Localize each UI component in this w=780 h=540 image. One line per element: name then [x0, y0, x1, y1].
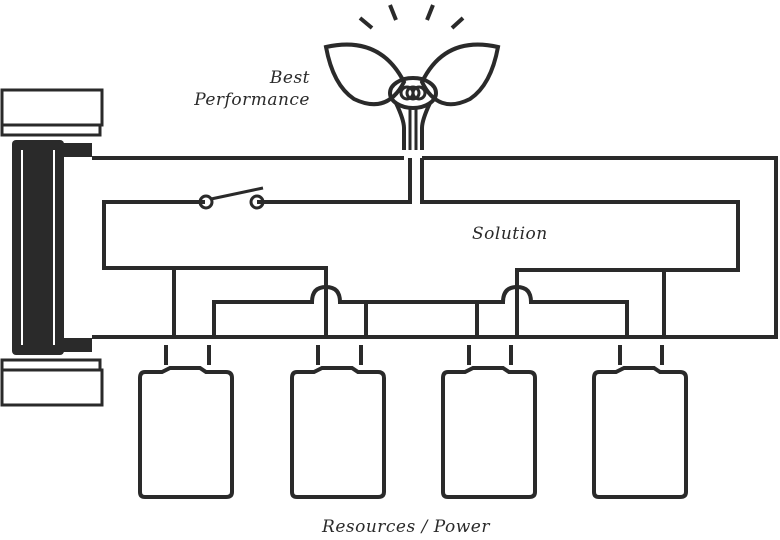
inner-frame-right: [257, 158, 740, 337]
best-label-line2: Performance: [194, 90, 310, 110]
generator-icon: [0, 88, 104, 407]
resources-power-label: Resources / Power: [322, 517, 490, 537]
inner-frame: [102, 200, 328, 337]
battery-icon: [138, 366, 234, 499]
light-rays-icon: [358, 4, 465, 30]
battery-icon: [290, 366, 386, 499]
middle-bus: [212, 284, 629, 337]
battery-icon: [441, 366, 537, 499]
switch-icon: [198, 186, 265, 210]
solution-label: Solution: [472, 224, 548, 244]
outer-frame: [92, 156, 778, 339]
best-performance-label: Best Performance: [194, 67, 310, 111]
plant-lightbulb-icon: [323, 42, 501, 150]
frame-drops: [172, 268, 666, 337]
battery-leads: [164, 345, 664, 365]
battery-icon: [592, 366, 688, 499]
best-label-line1: Best: [269, 68, 310, 88]
